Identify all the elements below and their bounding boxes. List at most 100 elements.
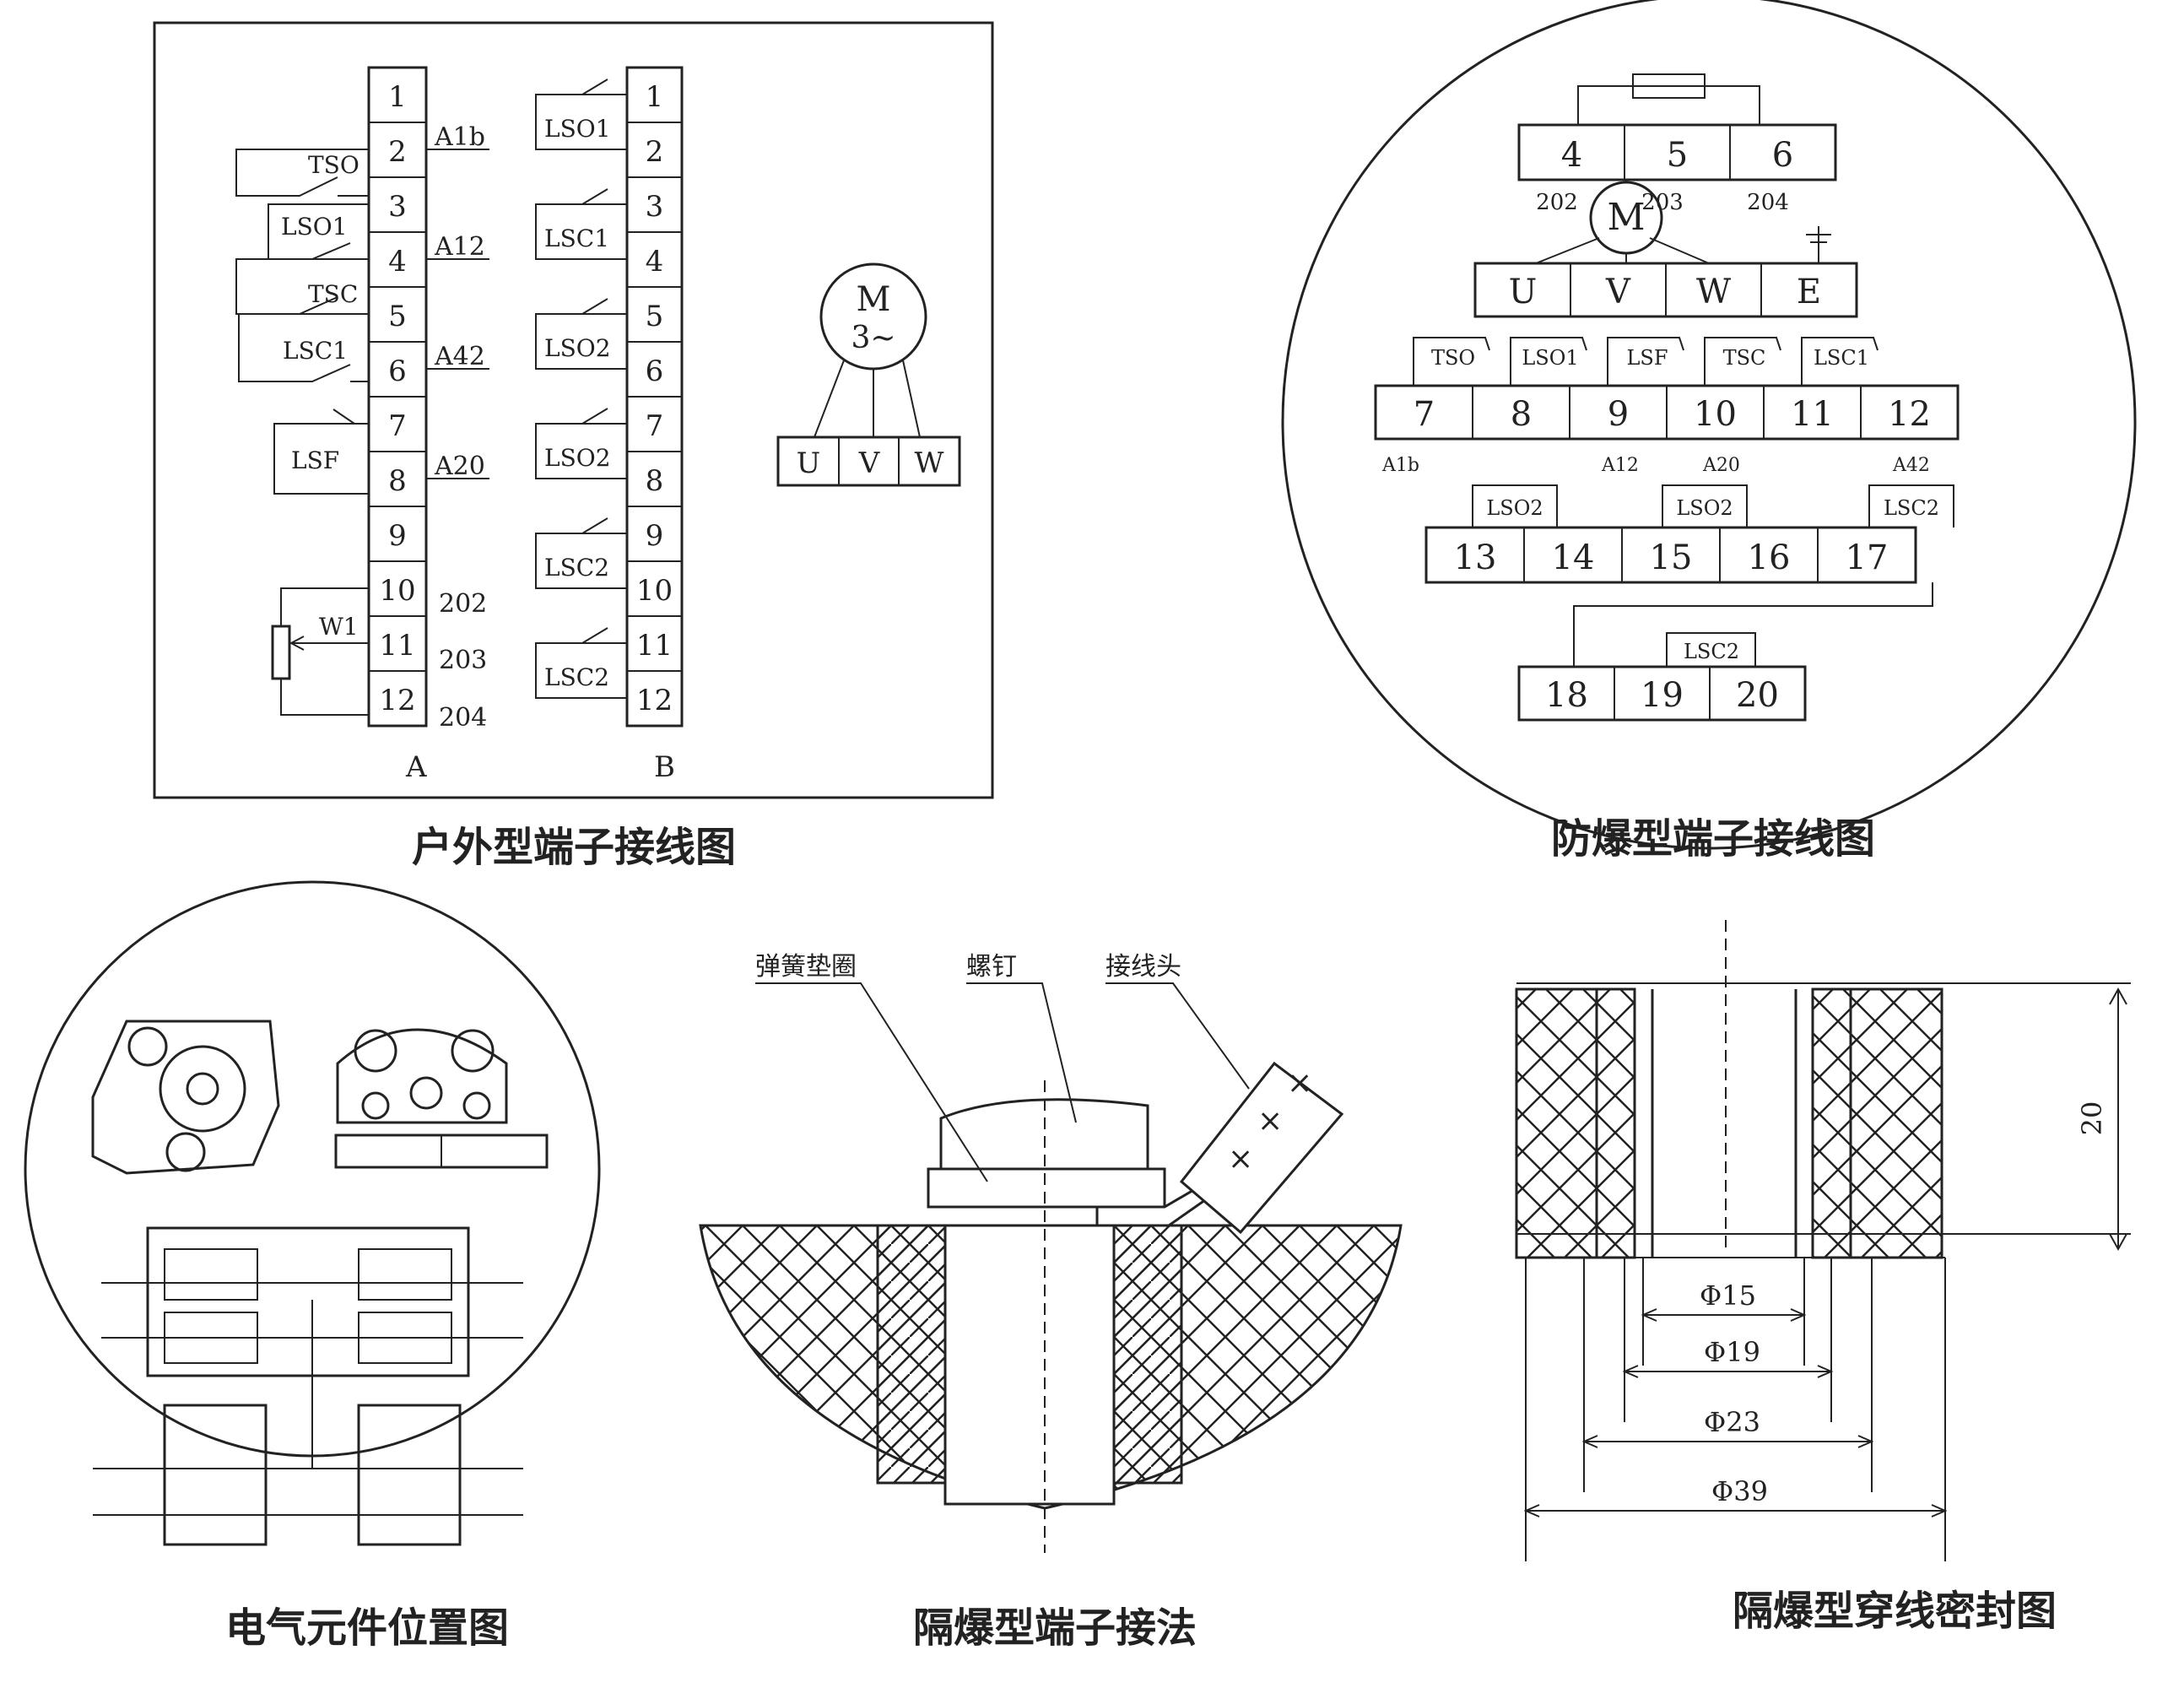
- label-lsf: LSF: [291, 446, 339, 474]
- label-203: 203: [439, 646, 487, 675]
- exp-switch-label-lso2: LSO2: [1676, 496, 1733, 520]
- strip-b-terminal-4: 4: [646, 245, 664, 279]
- strip-b-terminal-1: 1: [646, 80, 664, 114]
- caption-explosion-proof: 防爆型端子接线图: [1551, 815, 1875, 863]
- exp-label-204: 204: [1747, 190, 1789, 215]
- cam-mechanism: [91, 1020, 280, 1175]
- exp-terminal-w: W: [1696, 273, 1731, 311]
- strip-b-terminal-9: 9: [646, 519, 664, 553]
- knob-icon: [127, 1026, 168, 1067]
- exp-terminal-6: 6: [1772, 136, 1793, 175]
- label-tsc: TSC: [308, 280, 358, 308]
- label-202: 202: [439, 589, 487, 619]
- exp-switch-label-lso2: LSO2: [1486, 496, 1543, 520]
- label-204: 204: [439, 703, 487, 733]
- exp-switch-label-tso: TSO: [1431, 346, 1475, 370]
- flameproof-terminal-diagram: × × × 弹簧垫圈 螺钉 接线头: [699, 952, 1403, 1553]
- caption-outdoor: 户外型端子接线图: [412, 824, 736, 871]
- strip-a-terminal-11: 11: [379, 629, 415, 663]
- exp-terminal-20: 20: [1736, 676, 1779, 715]
- strip-b-switch-label: LSC2: [544, 554, 609, 582]
- seal-diameter-Φ39: Φ39: [1711, 1475, 1768, 1507]
- strip-a-terminal-6: 6: [388, 354, 407, 388]
- strip-b-switch: [535, 78, 627, 150]
- strip-b-terminal-6: 6: [646, 354, 664, 388]
- caption-flameproof-seal: 隔爆型穿线密封图: [1733, 1588, 2057, 1635]
- exp-terminal-15: 15: [1650, 538, 1693, 577]
- strip-b-switch-label: LSC2: [544, 663, 609, 691]
- exp-signal-label-a1b: A1b: [1381, 455, 1419, 476]
- svg-text:×: ×: [1257, 1104, 1283, 1139]
- svg-text:×: ×: [1228, 1142, 1253, 1177]
- exp-terminal-13: 13: [1454, 538, 1497, 577]
- exp-terminal-12: 12: [1888, 395, 1931, 434]
- motor-terminal-v: V: [858, 446, 881, 480]
- seal-diameter-Φ19: Φ19: [1704, 1336, 1760, 1368]
- motor-phase: 3~: [851, 321, 895, 355]
- exp-switch-label-lsc2-bottom: LSC2: [1684, 640, 1739, 663]
- spring-washer: [927, 1167, 1166, 1209]
- outdoor-frame: [153, 21, 994, 799]
- label-w1: W1: [319, 613, 359, 641]
- exp-terminal-7: 7: [1414, 395, 1435, 434]
- motor-terminal-u: U: [797, 446, 821, 480]
- strip-b-terminal-5: 5: [646, 300, 664, 333]
- label-lso1: LSO1: [281, 213, 348, 241]
- resistor-symbol: [1577, 73, 1760, 125]
- strip-a-label: A: [405, 750, 427, 784]
- strip-a-terminal-7: 7: [388, 409, 407, 443]
- height-dimension: [2109, 987, 2127, 1252]
- potentiometer-group: [336, 1028, 508, 1124]
- screw-head: [939, 1098, 1149, 1171]
- label-a42: A42: [434, 342, 485, 371]
- label-a20: A20: [434, 452, 485, 481]
- caption-flameproof-terminal: 隔爆型端子接法: [913, 1604, 1197, 1652]
- label-a1b: A1b: [434, 122, 485, 152]
- exp-label-202: 202: [1536, 190, 1578, 215]
- exp-terminal-19: 19: [1641, 676, 1684, 715]
- caption-component-position: 电气元件位置图: [225, 1604, 509, 1652]
- strip-a-terminal-9: 9: [388, 519, 407, 553]
- exp-signal-label-a42: A42: [1892, 455, 1930, 476]
- strip-b-terminal-2: 2: [646, 135, 664, 169]
- strip-b-terminal-3: 3: [646, 190, 664, 224]
- exp-terminal-18: 18: [1545, 676, 1588, 715]
- label-screw: 螺钉: [966, 952, 1017, 982]
- exp-terminal-14: 14: [1552, 538, 1595, 577]
- strip-a-terminal-2: 2: [388, 135, 407, 169]
- strip-b-switch-label: LSO2: [544, 334, 611, 362]
- strip-b-switch: [535, 517, 627, 589]
- exp-label-203: 203: [1641, 190, 1684, 215]
- label-spring-washer: 弹簧垫圈: [755, 952, 857, 982]
- strip-b-terminal-8: 8: [646, 464, 664, 498]
- component-position-diagram: [24, 880, 601, 1546]
- cable-lug: [1179, 1061, 1344, 1235]
- label-lsc1: LSC1: [283, 337, 348, 365]
- exp-switch-label-lsc1: LSC1: [1814, 346, 1869, 370]
- strip-b-switch-label: LSO2: [544, 444, 611, 472]
- seal-height: 20: [2076, 1101, 2108, 1136]
- strip-a-terminal-1: 1: [388, 80, 407, 114]
- strip-a-terminal-4: 4: [388, 245, 407, 279]
- strip-b-switch-label: LSC1: [544, 225, 609, 252]
- strip-b-terminal-7: 7: [646, 409, 664, 443]
- label-a12: A12: [434, 232, 485, 262]
- exp-switch-label-lso1: LSO1: [1522, 346, 1578, 370]
- exp-signal-label-a20: A20: [1702, 455, 1740, 476]
- exp-terminal-v: V: [1605, 273, 1631, 311]
- terminal-row-18-20: 18 19 20 LSC2: [1517, 582, 1933, 722]
- strip-b-switch: [535, 408, 627, 479]
- switch-tso: [235, 149, 369, 197]
- exp-terminal-17: 17: [1846, 538, 1889, 577]
- exp-terminal-8: 8: [1511, 395, 1532, 434]
- exp-terminal-16: 16: [1748, 538, 1791, 577]
- exp-terminal-9: 9: [1608, 395, 1629, 434]
